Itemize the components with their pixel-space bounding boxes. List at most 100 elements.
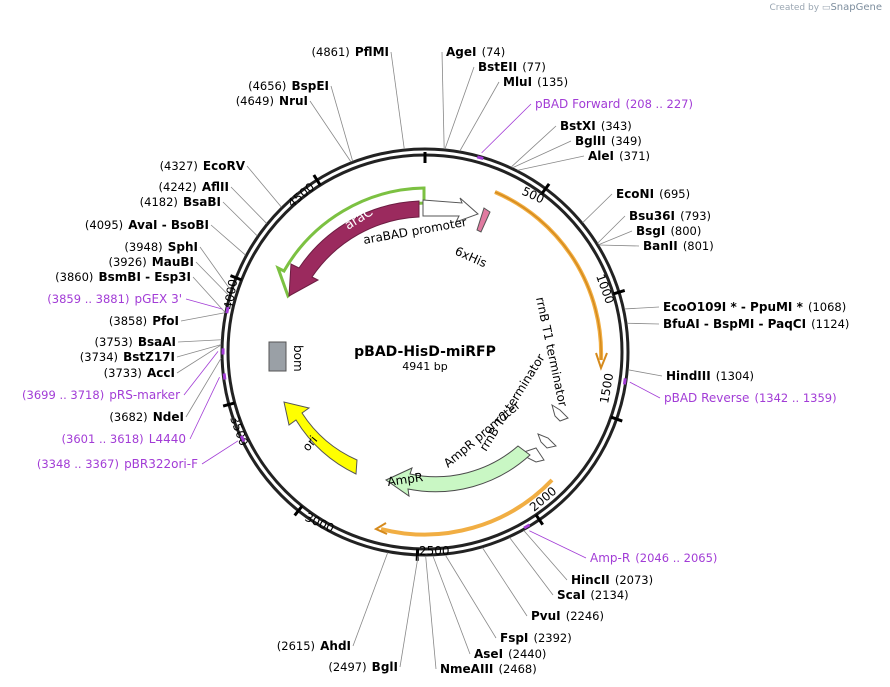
site-label[interactable]: BsgI (800) [636, 220, 701, 239]
site-name: AgeI [446, 45, 476, 59]
site-label[interactable]: Bsu36I (793) [629, 205, 711, 224]
site-name: BanII [643, 239, 678, 253]
site-name: AvaI - BsoBI [128, 218, 209, 232]
site-leader-line [246, 165, 282, 208]
site-leader-line [517, 155, 585, 171]
tick-label-1500: 1500 [597, 372, 616, 405]
site-position: (3926) [108, 255, 146, 269]
site-label[interactable]: (3860) BsmBI - Esp3I [55, 266, 191, 285]
site-leader-line [598, 244, 640, 247]
site-label[interactable]: (2497) BglI [328, 656, 398, 675]
site-label[interactable]: (3733) AccI [104, 362, 175, 381]
orange-feature-bottom[interactable] [380, 478, 554, 537]
site-label[interactable]: (4182) BsaBI [140, 191, 221, 210]
site-position: (3753) [95, 335, 133, 349]
site-label[interactable]: EcoNI (695) [616, 183, 690, 202]
site-leader-line [199, 246, 231, 291]
primer-label[interactable]: pBAD Reverse (1342 .. 1359) [664, 387, 837, 406]
site-label[interactable]: BfuAI - BspMI - PaqCI (1124) [663, 313, 849, 332]
leader-lines [176, 51, 663, 670]
ampr-feature[interactable] [384, 445, 531, 498]
primer-label[interactable]: (3601 .. 3618) L4440 [62, 428, 186, 447]
site-label[interactable]: (4095) AvaI - BsoBI [85, 214, 209, 233]
site-label[interactable]: (3682) NdeI [109, 406, 184, 425]
primer-name: Amp-R [590, 551, 630, 565]
site-leader-line [195, 261, 230, 296]
site-label[interactable]: BstEII (77) [478, 56, 546, 75]
site-name: EcoO109I * - PpuMI * [663, 300, 804, 314]
site-position: (4182) [140, 195, 178, 209]
site-label[interactable]: MluI (135) [503, 71, 568, 90]
site-label[interactable]: (4327) EcoRV [160, 155, 246, 174]
arabad-promoter-feature[interactable] [422, 197, 479, 223]
site-position: (4649) [236, 94, 274, 108]
site-leader-line [582, 193, 613, 223]
plasmid-name: pBAD-HisD-miRFP [354, 344, 496, 360]
primer-name: pGEX 3' [135, 292, 182, 306]
site-label[interactable]: NmeAIII (2468) [440, 658, 537, 677]
site-label[interactable]: (3753) BsaAI [95, 331, 176, 350]
site-label[interactable]: AseI (2440) [474, 643, 546, 662]
site-name: BstZ17I [123, 350, 175, 364]
tick-3500 [222, 401, 236, 408]
primer-label[interactable]: (3699 .. 3718) pRS-marker [22, 384, 180, 403]
site-position: (1124) [811, 317, 849, 331]
primer-range: (3348 .. 3367) [37, 457, 119, 471]
site-label[interactable]: FspI (2392) [500, 627, 572, 646]
site-label[interactable]: (3734) BstZ17I [80, 346, 175, 365]
site-label[interactable]: BstXI (343) [560, 115, 632, 134]
ori-feature[interactable] [283, 401, 358, 475]
site-label[interactable]: AleI (371) [588, 145, 650, 164]
site-label[interactable]: BanII (801) [643, 235, 714, 254]
primer-label[interactable]: Amp-R (2046 .. 2065) [590, 547, 717, 566]
site-name: AleI [588, 149, 614, 163]
bom-label: bom [291, 345, 305, 372]
site-label[interactable]: (2615) AhdI [277, 635, 351, 654]
tick-1500 [610, 415, 623, 423]
site-label[interactable]: (4861) PflMI [312, 41, 389, 60]
rrnb-t1-feature[interactable] [551, 403, 569, 422]
site-leader-line [444, 66, 475, 150]
site-label[interactable]: (4242) AflII [159, 176, 229, 195]
site-label[interactable]: (3948) SphI [124, 236, 198, 255]
rrnb-t2-feature[interactable] [537, 433, 557, 449]
primer-label[interactable]: (3859 .. 3881) pGEX 3' [47, 288, 182, 307]
ampr-label: AmpR [386, 470, 423, 489]
site-name: BsgI [636, 224, 665, 238]
site-position: (1068) [808, 300, 846, 314]
site-label[interactable]: (4656) BspEI [248, 75, 329, 94]
6xhis-feature[interactable] [476, 207, 491, 233]
site-position: (4327) [160, 159, 198, 173]
bom-feature[interactable] [268, 341, 287, 372]
primer-range: (2046 .. 2065) [635, 551, 717, 565]
site-name: BsaAI [138, 335, 176, 349]
site-name: EcoNI [616, 187, 654, 201]
site-leader-line [352, 552, 389, 647]
labels: AgeI (74)BstEII (77)MluI (135) BstXI (343… [22, 41, 849, 677]
site-position: (4656) [248, 79, 286, 93]
site-position: (4242) [159, 180, 197, 194]
site-label[interactable]: EcoO109I * - PpuMI * (1068) [663, 296, 846, 315]
site-name: NmeAIII [440, 662, 493, 676]
primer-mark [225, 306, 230, 314]
site-label[interactable]: (3858) PfoI [109, 310, 179, 329]
site-label[interactable]: BglII (349) [575, 130, 642, 149]
site-label[interactable]: (3926) MauBI [108, 251, 194, 270]
tick-3000 [293, 505, 304, 517]
site-position: (2392) [534, 631, 572, 645]
site-position: (74) [482, 45, 506, 59]
site-label[interactable]: AgeI (74) [446, 41, 505, 60]
primer-label[interactable]: pBAD Forward (208 .. 227) [535, 93, 693, 112]
site-label[interactable]: (4649) NruI [236, 90, 308, 109]
site-leader-line [482, 547, 528, 617]
site-label[interactable]: ScaI (2134) [557, 584, 629, 603]
site-name: BstXI [560, 119, 596, 133]
site-leader-line [432, 555, 471, 655]
site-label[interactable]: HincII (2073) [571, 569, 653, 588]
site-name: BglI [372, 660, 398, 674]
primer-label[interactable]: (3348 .. 3367) pBR322ori-F [37, 453, 198, 472]
site-position: (2134) [590, 588, 628, 602]
site-label[interactable]: HindIII (1304) [666, 365, 754, 384]
site-label[interactable]: PvuI (2246) [531, 605, 604, 624]
